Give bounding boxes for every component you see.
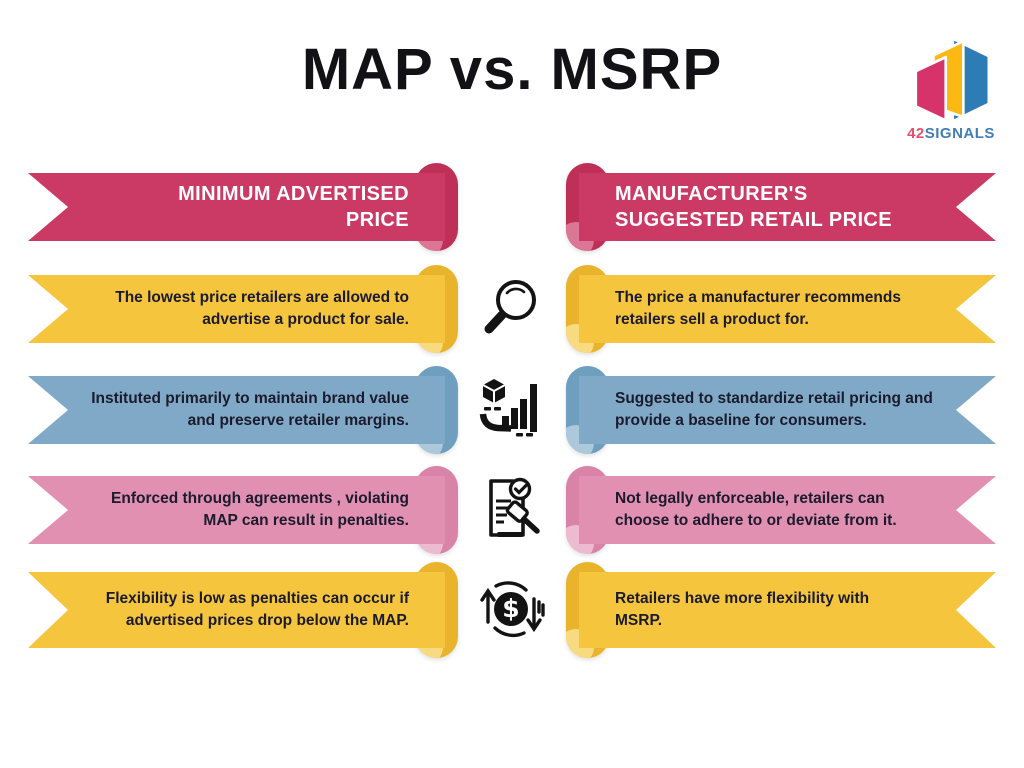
- map-header-banner: MINIMUM ADVERTISED PRICE: [28, 163, 458, 251]
- brand-name-signals: SIGNALS: [924, 125, 995, 142]
- page-title: MAP vs. MSRP: [301, 37, 723, 102]
- msrp-row-3: Not legally enforceable, retailers can c…: [566, 466, 996, 554]
- map-header-label: MINIMUM ADVERTISED PRICE: [178, 182, 409, 231]
- map-row-3-text: Enforced through agreements , violating …: [111, 490, 409, 529]
- svg-text:$: $: [502, 594, 519, 623]
- logo-cube-icon: [914, 37, 991, 123]
- msrp-row-3-text: Not legally enforceable, retailers can c…: [615, 490, 897, 529]
- map-row-1: The lowest price retailers are allowed t…: [28, 265, 458, 353]
- brand-logo: 42SIGNALS: [899, 36, 1003, 142]
- msrp-row-1: The price a manufacturer recommends reta…: [566, 265, 996, 353]
- brand-name: 42SIGNALS: [899, 125, 1003, 142]
- map-row-1-text: The lowest price retailers are allowed t…: [115, 289, 409, 328]
- sales-growth-icon: [474, 374, 546, 446]
- document-gavel-icon: [474, 474, 546, 546]
- msrp-row-2: Suggested to standardize retail pricing …: [566, 366, 996, 454]
- map-row-3: Enforced through agreements , violating …: [28, 466, 458, 554]
- brand-name-42: 42: [907, 125, 925, 142]
- msrp-header-label: MANUFACTURER'S SUGGESTED RETAIL PRICE: [615, 182, 892, 231]
- map-row-4: Flexibility is low as penalties can occu…: [28, 562, 458, 658]
- price-cycle-icon: $: [474, 574, 546, 646]
- map-row-2-text: Instituted primarily to maintain brand v…: [91, 390, 409, 429]
- search-icon: [474, 273, 546, 345]
- msrp-row-4: Retailers have more flexibility with MSR…: [566, 562, 996, 658]
- msrp-row-2-text: Suggested to standardize retail pricing …: [615, 390, 933, 429]
- msrp-row-4-text: Retailers have more flexibility with MSR…: [615, 590, 870, 629]
- map-row-2: Instituted primarily to maintain brand v…: [28, 366, 458, 454]
- map-row-4-text: Flexibility is low as penalties can occu…: [105, 590, 409, 629]
- msrp-header-banner: MANUFACTURER'S SUGGESTED RETAIL PRICE: [566, 163, 996, 251]
- msrp-row-1-text: The price a manufacturer recommends reta…: [615, 289, 901, 328]
